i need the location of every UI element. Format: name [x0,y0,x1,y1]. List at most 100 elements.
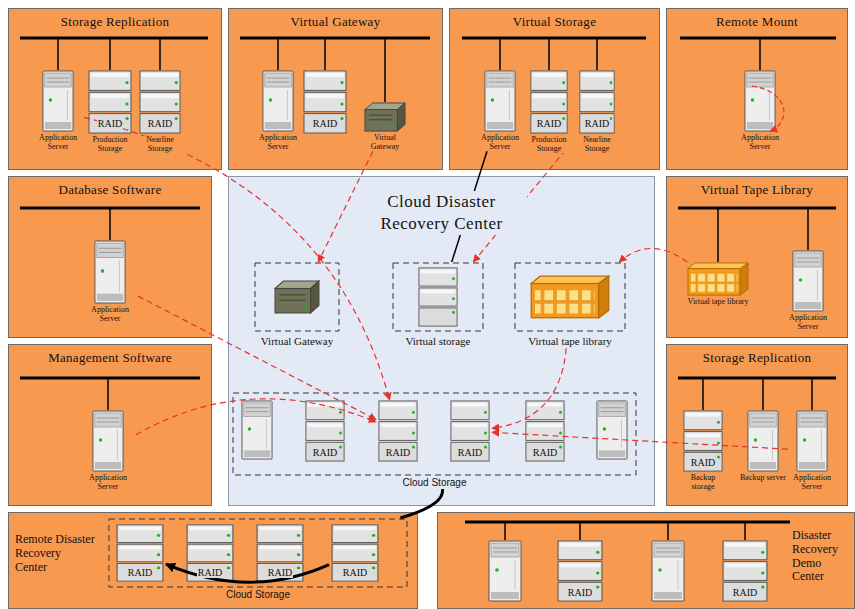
panel-heading: Database Software [16,182,204,198]
virtual-device-group: Virtual Gateway [254,262,340,348]
device-caption: Application Server [474,134,526,151]
cloud-storage-group: Cloud Storage RAID RAID RAID RAID [108,518,408,601]
device: RAID Production Storage [524,70,574,153]
device-body: RAID [305,400,345,462]
device-body [792,250,824,312]
server-icon [42,70,74,132]
device: RAID [254,524,306,582]
device-body [262,70,294,132]
raid-label: RAID [532,447,558,458]
raid-label: RAID [312,118,338,129]
device-caption: Application Server [782,314,834,331]
gateway-icon [274,280,320,314]
dashed-group [392,262,484,332]
device-caption: Backup storage [679,474,727,491]
site-panel: Remote MountApplication Server [666,8,848,170]
device: RAID [302,70,348,134]
tape-library-icon [530,275,610,319]
device: RAID [329,524,381,582]
raid-label: RAID [342,567,368,578]
group-caption: Virtual Gateway [254,335,340,348]
site-panel: Virtual GatewayApplication ServerRAIDVir… [228,8,443,170]
device-body: RAID [186,524,234,582]
server-illustration [597,401,627,459]
panel-heading: Virtual Gateway [236,14,435,30]
panel-heading: Storage Replication [16,14,214,30]
device-body: RAID [331,524,379,582]
device-caption: Virtual tape library [683,298,753,307]
network-bus [20,38,836,522]
device: RAIDNearline Storage [572,70,622,153]
device: RAID Backup storage [679,410,727,491]
device-body [364,102,406,132]
storage-icon [418,267,458,327]
dashed-group [514,262,626,332]
device: RAID [376,400,420,462]
device: Backup server [739,410,787,483]
raid-label: RAID [385,447,411,458]
device-body: RAID [88,70,132,134]
device-body [484,70,516,132]
data-flow-connector [84,117,390,400]
raid-label: RAID [690,457,716,468]
device-caption: Production Storage [524,136,574,153]
site-panel: Storage ReplicationApplication ServerRAI… [8,8,222,170]
device-body: RAID [378,400,418,462]
server-illustration [652,541,684,601]
device: Application Server [32,70,84,151]
site-panel: Disaster Recovery Demo CenterRAIDRAID [437,512,855,609]
raid-label: RAID [127,567,153,578]
dashed-group [254,262,340,332]
dashed-group [232,392,637,476]
device: Application Server [82,240,138,323]
server-icon [792,250,824,312]
device-caption: Application Server [733,134,787,151]
server-icon [744,70,776,132]
device-body: RAID [139,70,181,134]
server-illustration [489,541,521,601]
device: RAIDProduction Storage [84,70,136,153]
group-caption: Virtual storage [392,335,484,348]
data-flow-connector [473,142,572,262]
device-body [747,410,779,472]
data-flow-connector [318,151,373,262]
device-caption: Virtual Gateway [360,134,410,151]
tape-library-icon [687,262,749,296]
panel-heading: Remote Mount [674,14,840,30]
data-flow-connector [138,296,376,420]
device-body: RAID [303,70,347,134]
device-body [42,70,74,132]
device-caption: Application Server [788,474,836,491]
cloud-storage-group: Cloud StorageRAIDRAIDRAIDRAID [232,392,637,489]
device: Application Server [788,410,836,491]
raid-label: RAID [567,587,593,598]
device-body: RAID [579,70,615,134]
group-caption: Cloud Storage [213,589,303,601]
raid-label: RAID [147,118,173,129]
device-body [94,240,126,304]
device-body: RAID [256,524,304,582]
recovery-center-panel: Cloud Disaster Recovery CenterVirtual Ga… [228,176,655,506]
device: Application Server [474,70,526,151]
raid-label: RAID [457,447,483,458]
site-panel: Storage ReplicationRAID Backup storage Bac… [666,344,848,506]
server-icon [92,410,124,472]
device-body [744,70,776,132]
data-flow-connector [400,489,442,518]
device: RAID [555,540,605,602]
data-flow-connector [492,348,566,428]
panel-heading: Storage Replication [674,350,840,366]
panel-heading: Virtual Storage [457,14,652,30]
device-body: RAID [530,70,568,134]
data-flow-connector [136,399,376,435]
device-body: RAID [683,410,723,472]
panel-heading: Virtual Tape Library [674,182,840,198]
panel-heading: Management Software [16,350,204,366]
server-illustration [242,401,272,459]
device: RAIDNearline Storage [135,70,185,153]
device-caption: Application Server [32,134,84,151]
data-flow-connector [619,249,687,263]
site-panel: Management SoftwareApplication Server [8,344,212,506]
raid-label: RAID [536,118,562,129]
site-panel: Virtual StorageApplication Server RAID Pro… [449,8,660,170]
